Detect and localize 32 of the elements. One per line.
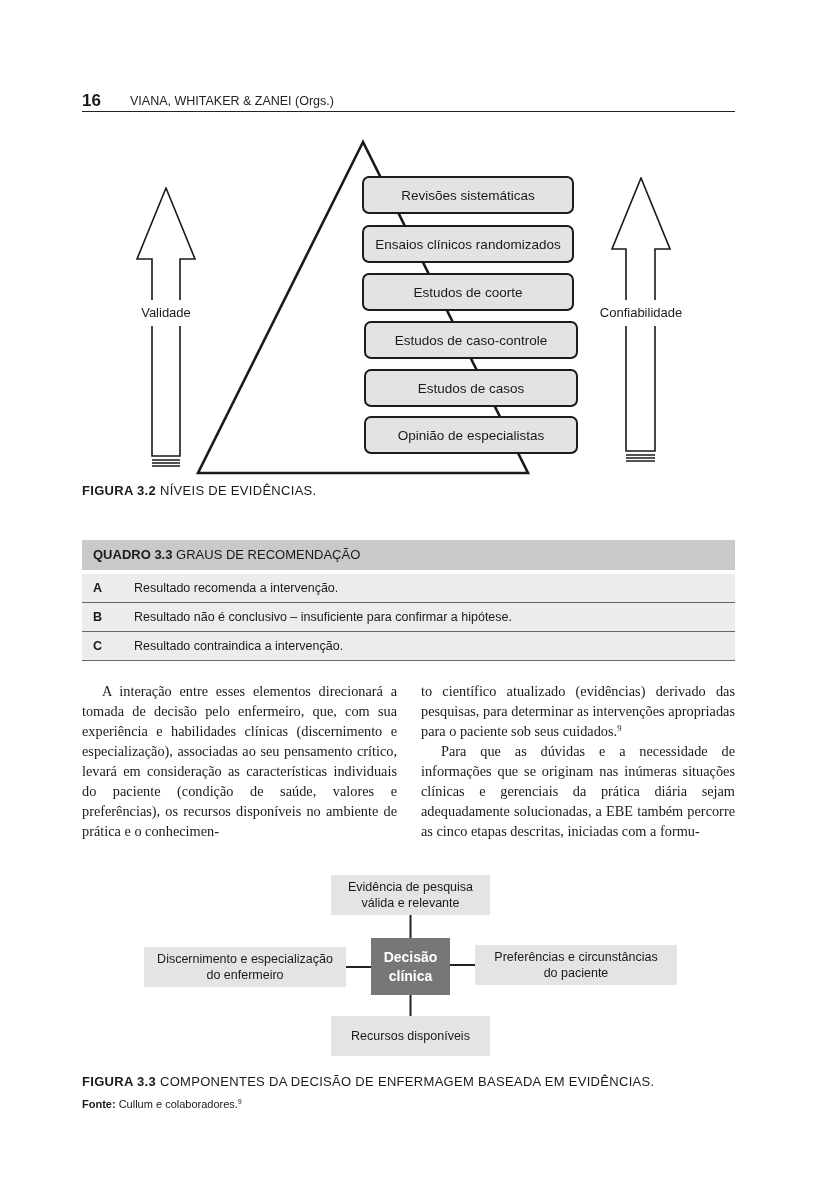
page-number: 16 — [82, 91, 101, 111]
grade-letter: A — [93, 581, 104, 595]
grade-description: Resultado não é conclusivo – insuficiente para confirmar a hipótese. — [134, 610, 512, 624]
evidence-level-box: Estudos de coorte — [362, 273, 574, 311]
direction-label: Validade — [141, 305, 191, 321]
evidence-level-box: Estudos de caso-controle — [364, 321, 578, 359]
connector-line — [409, 914, 412, 939]
source-note: Fonte: Cullum e colaboradores.$^{9}$ — [82, 1097, 242, 1111]
evidence-level-box: Estudos de casos — [364, 369, 578, 407]
component-box: Preferências e circunstâncias do paciente — [475, 945, 677, 985]
evidence-level-box: Opinião de especialistas — [364, 416, 578, 454]
figure-caption: FIGURA 3.3 COMPONENTES DA DECISÃO DE ENFERMAGEM BASEADA EM EVIDÊNCIAS. — [82, 1074, 655, 1090]
table-title: QUADRO 3.3 GRAUS DE RECOMENDAÇÃO — [82, 540, 735, 570]
evidence-level-box: Ensaios clínicos randomizados — [362, 225, 574, 263]
figure-caption: FIGURA 3.2 NÍVEIS DE EVIDÊNCIAS. — [82, 483, 317, 499]
direction-label: Confiabilidade — [599, 305, 683, 321]
running-header: VIANA, WHITAKER & ZANEI (Orgs.) — [130, 94, 334, 109]
grade-description: Resultado recomenda a intervenção. — [134, 581, 339, 595]
grade-letter: B — [93, 610, 104, 624]
connector-line — [449, 964, 476, 966]
component-box: Recursos disponíveis — [331, 1016, 490, 1056]
grade-description: Resultado contraindica a intervenção. — [134, 639, 344, 653]
body-paragraph: A interação entre esses elementos direcionará a tomada de decisão pelo enfermeiro, que, com sua experiência e habilidades clínicas (discernimento e especialização), associadas ao seu pensamento crítico, levará em consideração as características individuais do paciente (condição de saúde, valores e preferências), os recursos disponíveis no ambiente de prática e o conhecimen- — [82, 682, 397, 841]
body-paragraph: to científico atualizado (evidências) derivado das pesquisas, para determinar as intervenções apropriadas para o paciente sob seus cuidados.$^{9}$ — [421, 682, 735, 741]
body-paragraph: Para que as dúvidas e a necessidade de informações que se originam nas inúmeras situações clínicas e gerenciais da prática diária sejam adequadamente solucionadas, a EBE também percorre as cinco etapas descritas, iniciadas com a formu- — [421, 742, 735, 841]
component-box: Evidência de pesquisa válida e relevante — [331, 875, 490, 915]
evidence-level-box: Revisões sistemáticas — [362, 176, 574, 214]
connector-line — [345, 966, 372, 968]
connector-line — [409, 994, 412, 1017]
component-box: Discernimento e especialização do enfermeiro — [144, 947, 346, 987]
grade-letter: C — [93, 639, 104, 653]
decision-box: Decisão clínica — [371, 938, 450, 995]
